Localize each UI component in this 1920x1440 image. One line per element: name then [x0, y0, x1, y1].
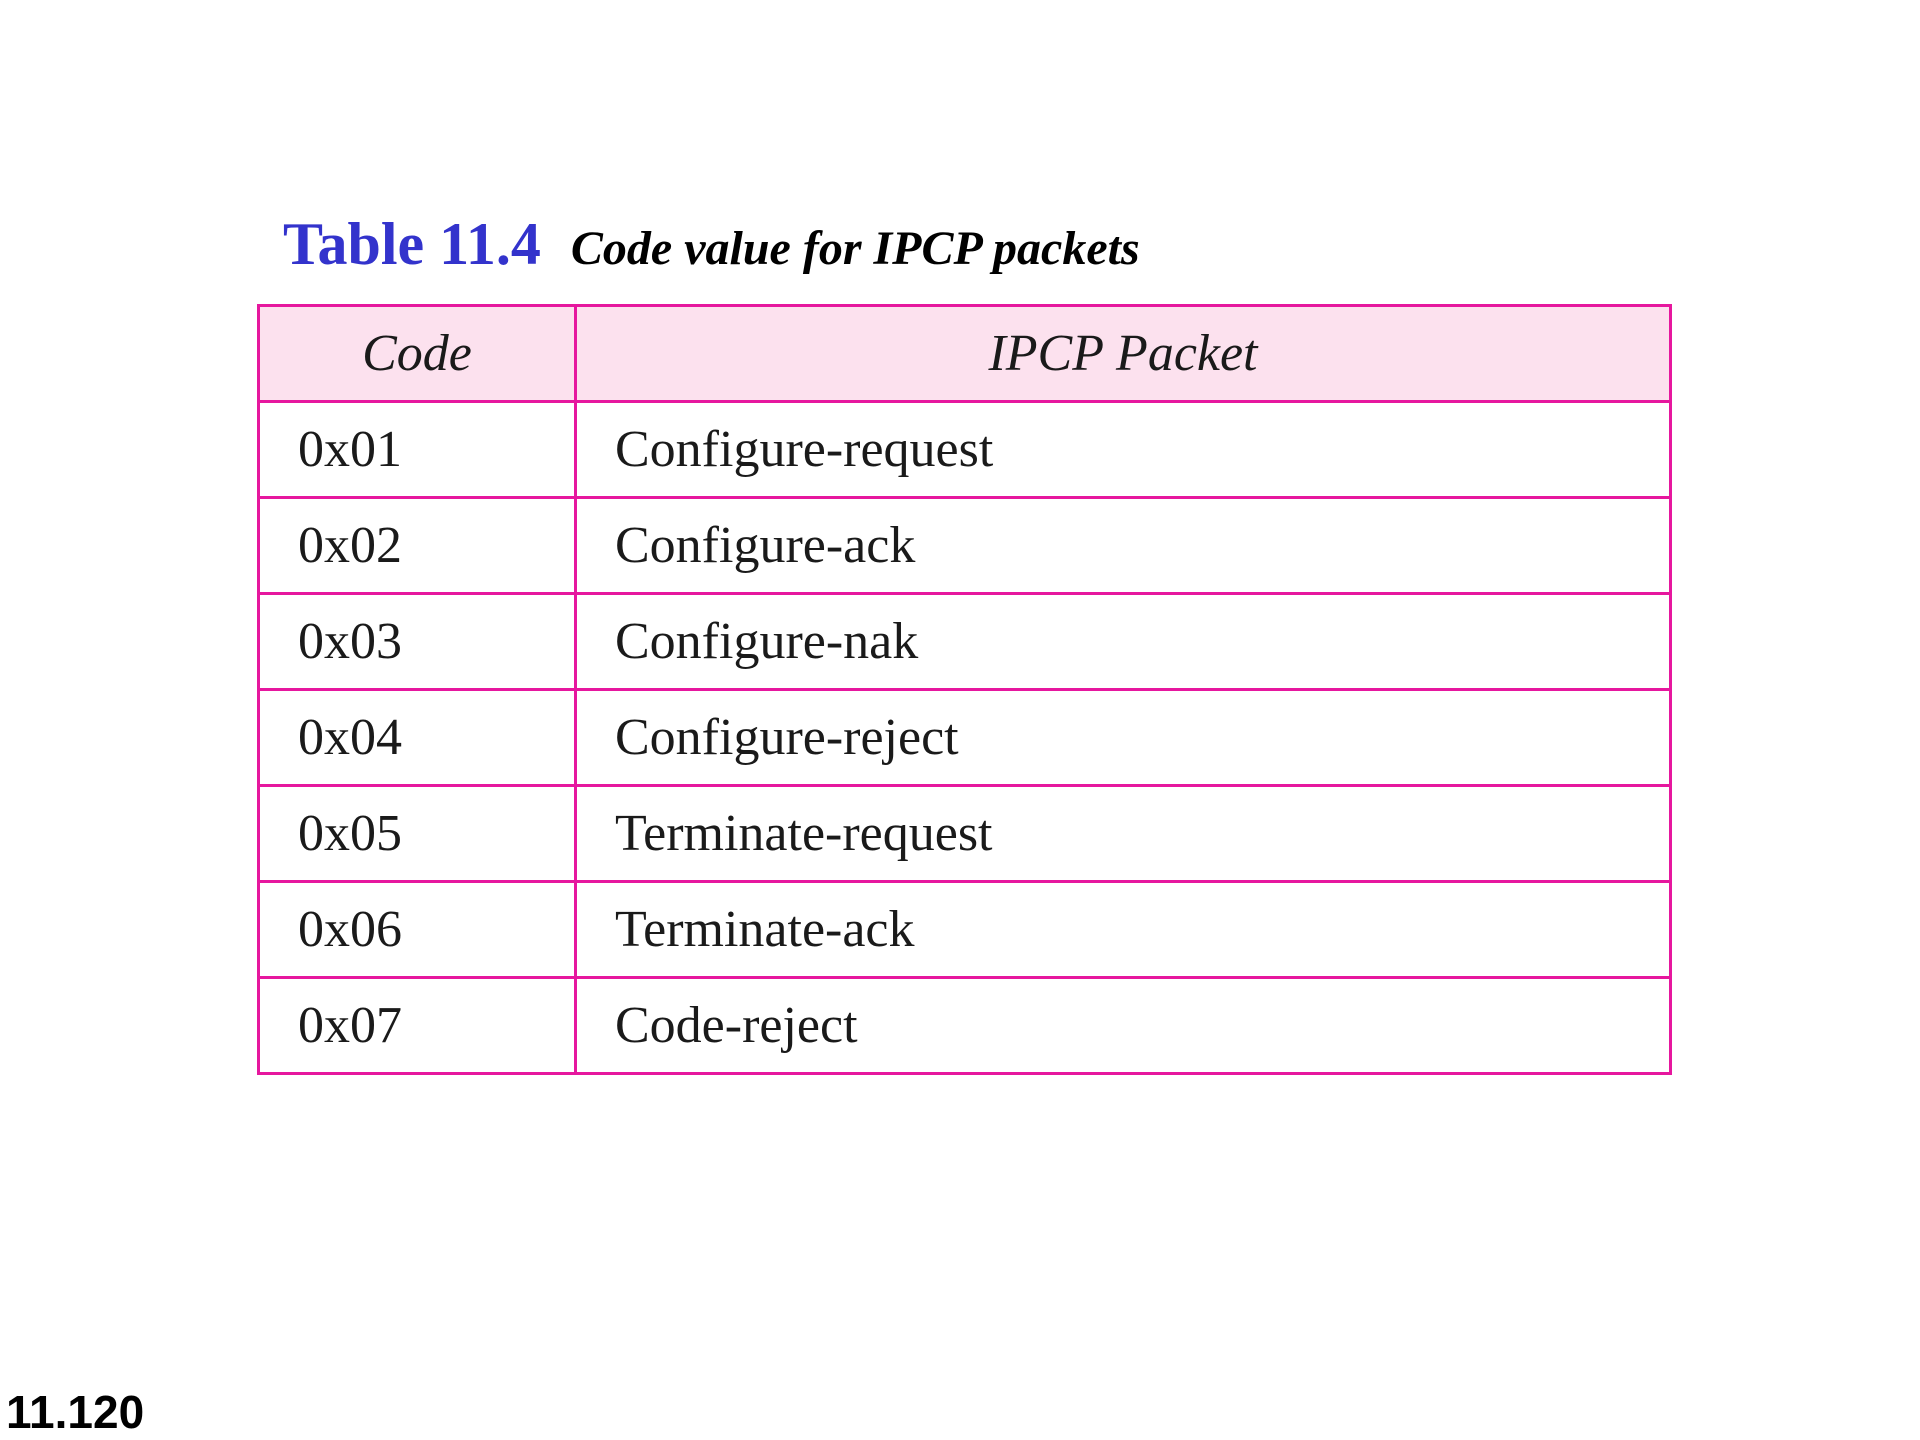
table-row: 0x04 Configure-reject	[257, 688, 1672, 787]
slide-number: 11.120	[6, 1386, 145, 1438]
table-row: 0x02 Configure-ack	[257, 496, 1672, 595]
packet-cell: Terminate-ack	[574, 880, 1672, 979]
table-row: 0x06 Terminate-ack	[257, 880, 1672, 979]
packet-cell: Code-reject	[574, 976, 1672, 1075]
packet-cell: Configure-request	[574, 400, 1672, 499]
code-cell: 0x05	[257, 784, 577, 883]
table-row: 0x03 Configure-nak	[257, 592, 1672, 691]
table-caption: Table 11.4 Code value for IPCP packets	[283, 210, 1140, 279]
packet-cell: Configure-nak	[574, 592, 1672, 691]
table-title: Code value for IPCP packets	[570, 222, 1140, 275]
table-number: Table 11.4	[283, 211, 541, 277]
header-ipcp-packet: IPCP Packet	[574, 304, 1672, 403]
table-row: 0x07 Code-reject	[257, 976, 1672, 1075]
packet-cell: Configure-reject	[574, 688, 1672, 787]
table-row: 0x01 Configure-request	[257, 400, 1672, 499]
packet-cell: Configure-ack	[574, 496, 1672, 595]
table-row: 0x05 Terminate-request	[257, 784, 1672, 883]
code-cell: 0x02	[257, 496, 577, 595]
header-code: Code	[257, 304, 577, 403]
code-cell: 0x04	[257, 688, 577, 787]
packet-cell: Terminate-request	[574, 784, 1672, 883]
code-cell: 0x01	[257, 400, 577, 499]
ipcp-code-table: Code IPCP Packet 0x01 Configure-request …	[257, 304, 1672, 1075]
code-cell: 0x07	[257, 976, 577, 1075]
table-header-row: Code IPCP Packet	[257, 304, 1672, 403]
code-cell: 0x03	[257, 592, 577, 691]
code-cell: 0x06	[257, 880, 577, 979]
